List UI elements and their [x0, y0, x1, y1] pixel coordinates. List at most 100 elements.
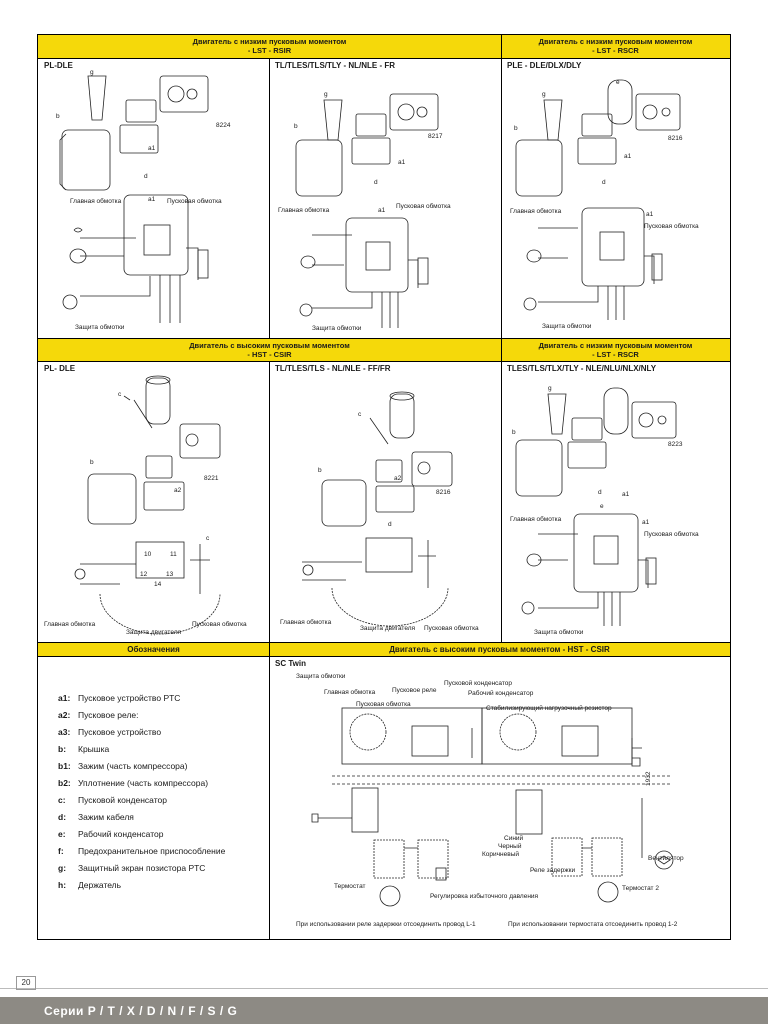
label-a1-b: a1	[148, 196, 156, 203]
legend-item: g:Защитный экран позистора PTC	[58, 863, 206, 873]
cell-title-tles: TLES/TLS/TLX/TLY - NLE/NLU/NLX/NLY	[507, 364, 657, 373]
series-title: Серии P / T / X / D / N / F / S / G	[44, 1004, 238, 1018]
main-winding-label: Главная обмотка	[44, 620, 96, 628]
label-a1-b: a1	[642, 519, 650, 526]
winding-protection-label: Защита обмотки	[534, 628, 584, 636]
diagram-tles-rscr: g b a1 d e 8223 Главная обмотка a1 Пуско…	[510, 385, 699, 636]
start-winding-label: Пусковая обмотка	[192, 620, 247, 628]
label-g: g	[542, 91, 546, 98]
blue-wire-label: Синий	[504, 834, 524, 842]
diagram-sc-twin: Защита обмотки Главная обмотка Пусковое …	[296, 672, 684, 928]
label-b: b	[512, 429, 516, 436]
label-d: d	[374, 179, 378, 186]
diagram-pl-dle-rsir: g b a1 d 8224 Главная обмотка a1 Пускова…	[56, 70, 231, 331]
cell-title-tl-fr: TL/TLES/TLS/TLY - NL/NLE - FR	[275, 61, 395, 70]
label-12: 12	[140, 571, 148, 578]
thermostat2-label: Термостат 2	[622, 885, 659, 892]
diagram-tl-ff-csir: c b d a2 8216 Главная обмотка Защита дви…	[280, 391, 479, 632]
diagram-tl-fr-rsir: g b a1 d 8217 Главная обмотка a1 Пускова…	[278, 91, 451, 332]
delay-relay-label: Реле задержки	[530, 867, 575, 874]
legend-item: d:Зажим кабеля	[58, 812, 134, 822]
start-winding-label: Пусковая обмотка	[644, 222, 699, 230]
label-a1-b: a1	[646, 211, 654, 218]
footer-bar	[0, 997, 768, 1024]
label-10: 10	[144, 551, 152, 558]
label-b: b	[514, 125, 518, 132]
legend-item: b1:Зажим (часть компрессора)	[58, 761, 188, 771]
code-8221: 8221	[204, 475, 219, 482]
start-winding-label: Пусковая обмотка	[396, 202, 451, 210]
header-row2-right: Двигатель с низким пусковым моментом - L…	[501, 338, 730, 362]
label-e: e	[616, 79, 620, 86]
thermostat-label: Термостат	[334, 883, 366, 890]
header-row2-left: Двигатель с высоким пусковым моментом - …	[38, 338, 501, 362]
cell-title-pl-dle-2: PL- DLE	[44, 364, 76, 373]
label-d: d	[144, 173, 148, 180]
legend-item: b:Крышка	[58, 744, 110, 754]
label-a2: a2	[174, 487, 182, 494]
diagram-pl-dle-csir: c b a2 8221 10 11 12 13 14 c Главная обм…	[44, 375, 247, 636]
header-row3-left: Обозначения	[38, 642, 269, 657]
winding-protection-label: Защита обмотки	[296, 672, 346, 680]
page-divider	[0, 988, 768, 989]
legend-item: a1:Пусковое устройство PTC	[58, 693, 181, 703]
header-row1-right: Двигатель с низким пусковым моментом - L…	[501, 35, 730, 59]
label-11: 11	[170, 551, 177, 558]
legend-item: h:Держатель	[58, 880, 122, 890]
winding-protection-label: Защита обмотки	[312, 324, 362, 332]
label-d: d	[388, 521, 392, 528]
label-g: g	[548, 385, 552, 392]
fan-label: Вентилятор	[648, 855, 684, 862]
winding-protection-label: Защита обмотки	[542, 322, 592, 330]
note-thermostat: При использовании термостата отсоединить…	[508, 921, 678, 928]
main-winding-label: Главная обмотка	[280, 618, 332, 626]
motor-protection-label: Защита двигателя	[126, 629, 182, 636]
legend-list: a1:Пусковое устройство PTC a2:Пусковое р…	[58, 690, 225, 894]
stab-resistor-label: Стабилизирующий нагрузочный резистор	[486, 704, 612, 712]
code-1932: 1932	[645, 771, 652, 786]
label-a1: a1	[624, 153, 632, 160]
note-delay-relay: При использовании реле задержки отсоедин…	[296, 921, 476, 928]
code-8223: 8223	[668, 441, 683, 448]
label-a1: a1	[148, 145, 156, 152]
header-row1-left: Двигатель с низким пусковым моментом - L…	[38, 35, 501, 59]
motor-protection-label: Защита двигателя	[360, 625, 416, 632]
main-winding-label: Главная обмотка	[278, 206, 330, 214]
legend-item: e:Рабочий конденсатор	[58, 829, 164, 839]
cell-title-ple: PLE - DLE/DLX/DLY	[507, 61, 582, 70]
cell-title-sc-twin: SC Twin	[275, 659, 306, 668]
cell-title-pl-dle: PL-DLE	[44, 61, 73, 70]
label-c2: c	[206, 535, 210, 542]
label-14: 14	[154, 581, 162, 588]
code-8217: 8217	[428, 133, 443, 140]
main-winding-label: Главная обмотка	[324, 688, 376, 696]
overpressure-label: Регулировка избыточного давления	[430, 892, 539, 900]
main-winding-label: Главная обмотка	[70, 197, 122, 205]
start-winding-label: Пусковая обмотка	[356, 700, 411, 708]
label-a1: a1	[398, 159, 406, 166]
main-winding-label: Главная обмотка	[510, 515, 562, 523]
code-8216: 8216	[668, 135, 683, 142]
label-d: d	[602, 179, 606, 186]
label-b: b	[318, 467, 322, 474]
start-capacitor-label: Пусковой конденсатор	[444, 679, 512, 687]
label-a1-b: a1	[378, 207, 386, 214]
main-winding-label: Главная обмотка	[510, 207, 562, 215]
code-8224: 8224	[216, 122, 231, 129]
legend-item: a3:Пусковое устройство	[58, 727, 162, 737]
black-wire-label: Черный	[498, 842, 522, 850]
code-8216b: 8216	[436, 489, 451, 496]
legend-item: a2:Пусковое реле:	[58, 710, 139, 720]
label-13: 13	[166, 571, 174, 578]
label-c: c	[118, 391, 122, 398]
start-relay-label: Пусковое реле	[392, 687, 437, 694]
label-g: g	[324, 91, 328, 98]
legend-item: b2:Уплотнение (часть компрессора)	[58, 778, 209, 788]
label-d: d	[598, 489, 602, 496]
start-winding-label: Пусковая обмотка	[644, 530, 699, 538]
label-a2: a2	[394, 475, 402, 482]
label-b: b	[90, 459, 94, 466]
label-a1: a1	[622, 491, 630, 498]
start-winding-label: Пусковая обмотка	[424, 624, 479, 632]
start-winding-label: Пусковая обмотка	[167, 197, 222, 205]
